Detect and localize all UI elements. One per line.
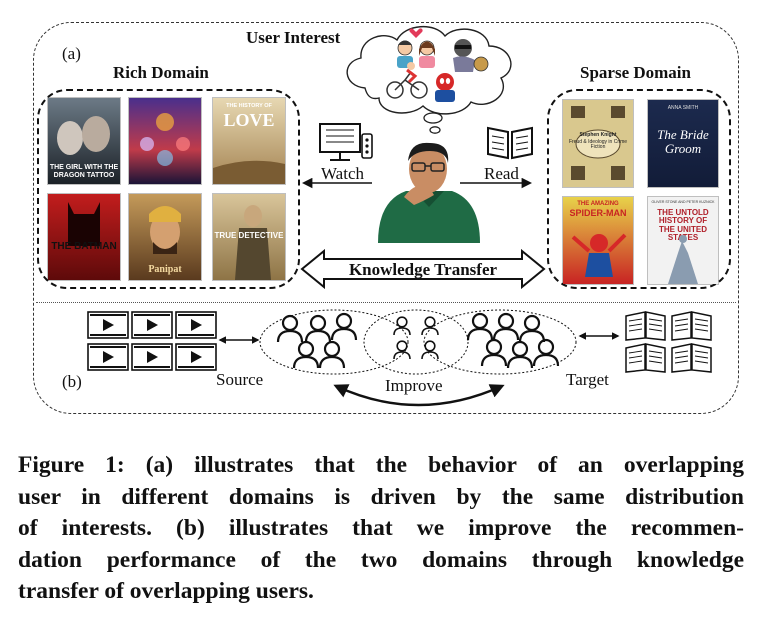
movie-poster: TRUE DETECTIVE [213, 194, 285, 280]
source-items-grid [87, 311, 217, 371]
tv-icon [319, 123, 373, 161]
caption-line: transfer of overlapping users. [18, 578, 314, 604]
panel-b-label: (b) [62, 372, 82, 391]
panel-divider [36, 302, 736, 303]
rich-domain-label: Rich Domain [113, 63, 209, 82]
open-book-icon [487, 126, 533, 160]
book-cover: Stephen Knight Freud & Ideology in Crime… [563, 100, 633, 187]
movie-poster: Panipat [129, 194, 201, 280]
movie-poster: THE BATMAN [48, 194, 120, 280]
target-items-grid [625, 311, 712, 373]
cyclist-icon [386, 62, 428, 99]
movie-poster [129, 98, 201, 184]
figure-caption: Figure 1: (a) illustrates that the behav… [18, 450, 744, 608]
figure-frame [33, 22, 739, 414]
spiderman-icon [435, 73, 455, 102]
sparse-domain-label: Sparse Domain [580, 63, 691, 82]
sparse-domain-box [547, 89, 731, 289]
watch-read-arrows [301, 177, 533, 189]
thief-icon [453, 39, 489, 72]
book-cover: ANNA SMITH The Bride Groom [648, 100, 718, 187]
improve-label: Improve [385, 376, 443, 395]
book-cover: OLIVER STONE AND PETER KUZNICK THE UNTOL… [648, 197, 718, 284]
source-label: Source [216, 370, 264, 389]
rich-domain-box [37, 89, 300, 289]
movie-poster: THE GIRL WITH THE DRAGON TATTOO [48, 98, 120, 184]
target-label: Target [566, 370, 609, 389]
watch-label: Watch [321, 164, 364, 183]
knowledge-transfer-arrow [300, 249, 546, 289]
interest-thought-cloud [346, 25, 512, 134]
user-groups-diagram [218, 309, 620, 407]
caption-line: dation performance of the two domains th… [18, 546, 744, 573]
book-cover: THE AMAZING SPIDER-MAN [563, 197, 633, 284]
caption-line: of interests. (b) illustrates that we im… [18, 515, 744, 541]
overlapping-user-photo [378, 142, 480, 243]
user-interest-label: User Interest [246, 28, 341, 47]
caption-line: user in different domains is driven by t… [18, 483, 744, 510]
read-label: Read [484, 164, 519, 183]
couple-icon [397, 28, 435, 68]
movie-poster: THE HISTORY OF LOVE [213, 98, 285, 184]
panel-a-label: (a) [62, 44, 81, 63]
knowledge-transfer-label: Knowledge Transfer [348, 260, 498, 279]
caption-line: Figure 1: (a) illustrates that the behav… [18, 452, 744, 478]
